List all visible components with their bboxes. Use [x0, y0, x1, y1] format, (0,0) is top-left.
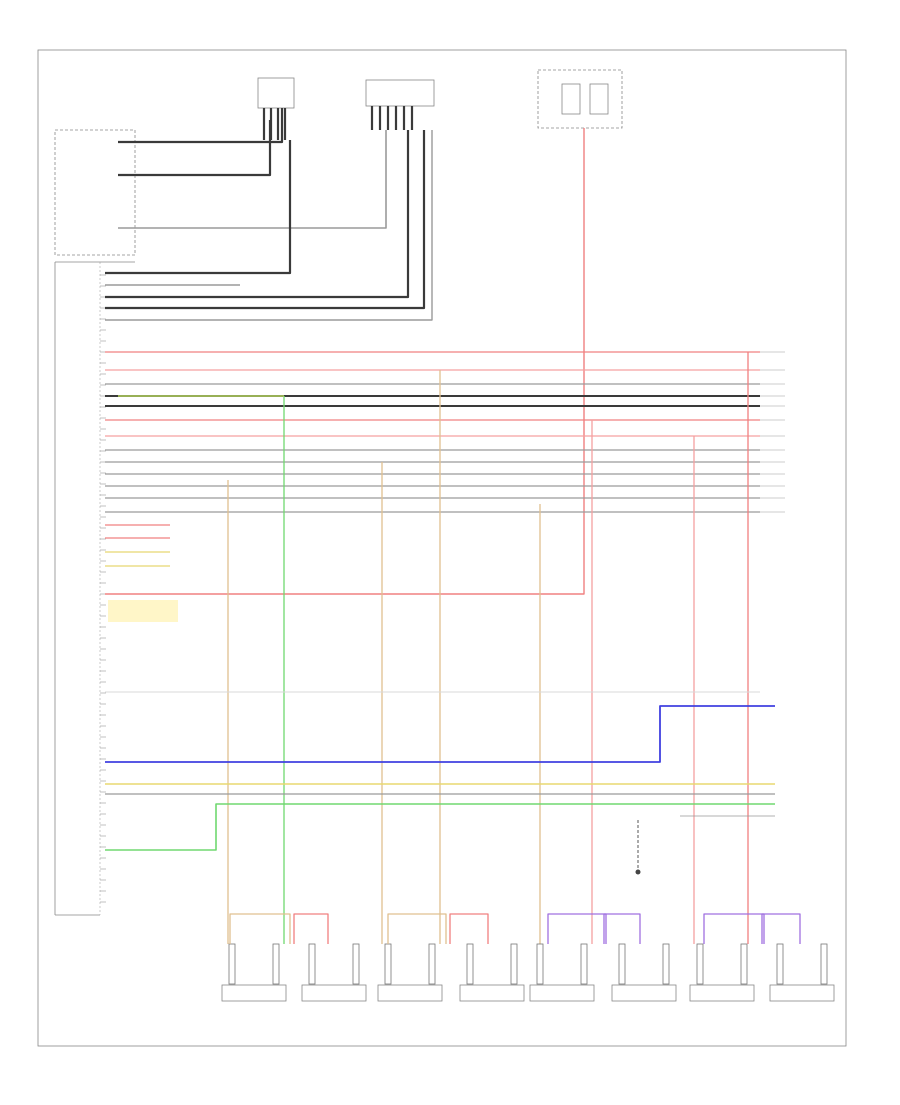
speaker-terminal: [384, 943, 392, 985]
speaker-terminal: [662, 943, 670, 985]
wire-red-power: [105, 128, 585, 595]
speaker-loop: [449, 913, 489, 944]
wire-black: [105, 140, 292, 275]
speaker-2-body: [301, 984, 367, 1002]
speaker-5-body: [529, 984, 595, 1002]
ground-point: [635, 869, 641, 875]
speaker-terminal: [536, 943, 544, 985]
speaker-8-body: [769, 984, 835, 1002]
fuse-2: [589, 83, 609, 115]
speaker-terminal: [308, 943, 316, 985]
wire-gray: [118, 130, 387, 229]
wire-green: [105, 803, 775, 851]
radio-connector-block: [54, 129, 136, 256]
front-left-connector-body: [257, 77, 295, 109]
speaker-terminal: [580, 943, 588, 985]
fuse-box-body: [537, 69, 623, 129]
wire-black: [105, 130, 410, 299]
speaker-loop: [229, 913, 291, 944]
speaker-7-body: [689, 984, 755, 1002]
diagram-border: [37, 49, 847, 1047]
wire-black: [118, 108, 284, 144]
speaker-terminal: [272, 943, 280, 985]
wire-gray: [105, 130, 433, 321]
speaker-terminal: [740, 943, 748, 985]
speaker-3-body: [377, 984, 443, 1002]
wire-black: [118, 120, 272, 177]
speaker-terminal: [696, 943, 704, 985]
speaker-terminal: [618, 943, 626, 985]
speaker-terminal: [776, 943, 784, 985]
speaker-loop: [703, 913, 765, 944]
speaker-terminal: [228, 943, 236, 985]
speaker-1-body: [221, 984, 287, 1002]
speaker-terminal: [428, 943, 436, 985]
speaker-terminal: [466, 943, 474, 985]
speaker-terminal: [820, 943, 828, 985]
wire-blue: [105, 705, 775, 763]
speaker-4-body: [459, 984, 525, 1002]
highlight-box: [108, 600, 178, 622]
speaker-loop: [603, 913, 641, 944]
speaker-loop: [761, 913, 801, 944]
speaker-terminal: [352, 943, 360, 985]
wire-black: [105, 130, 426, 310]
speaker-loop: [293, 913, 329, 944]
speaker-terminal: [510, 943, 518, 985]
speaker-6-body: [611, 984, 677, 1002]
front-right-connector-body: [365, 79, 435, 107]
speaker-loop: [387, 913, 447, 944]
speaker-loop: [547, 913, 607, 944]
fuse-1: [561, 83, 581, 115]
